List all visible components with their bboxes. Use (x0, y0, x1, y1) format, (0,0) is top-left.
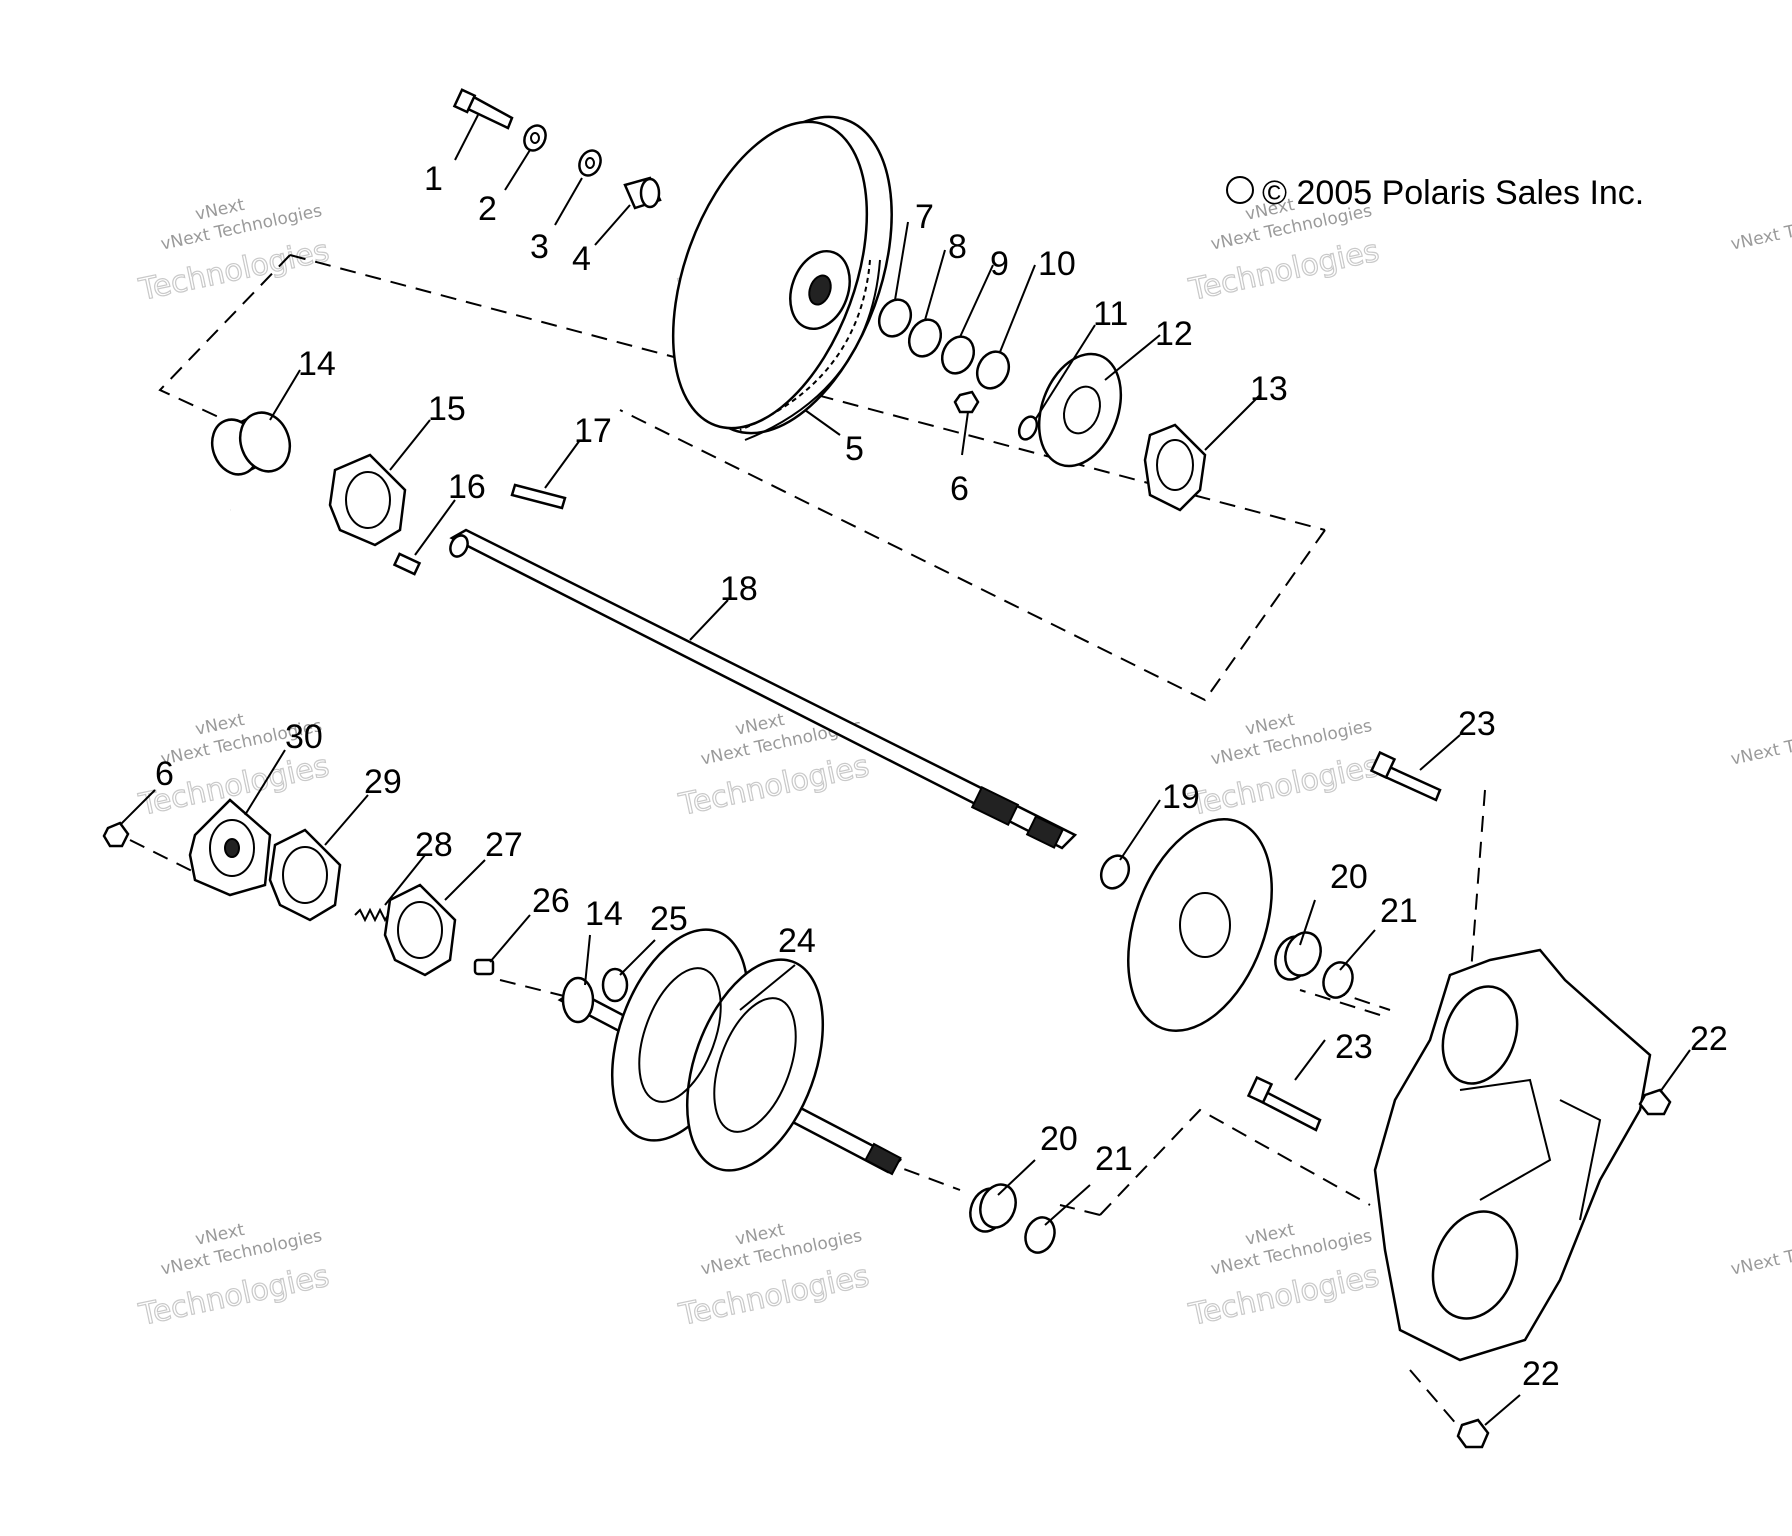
ring-part-7 (877, 298, 913, 338)
callout-28: 28 (415, 826, 453, 864)
svg-text:vNext Technologies: vNext Technologies (1729, 716, 1792, 770)
watermark: vNext Technologies (1729, 201, 1792, 255)
callout-30: 30 (285, 718, 323, 756)
callout-6: 6 (950, 470, 969, 508)
collar-part-25 (601, 967, 629, 1003)
flange-part-27 (383, 883, 457, 977)
bolt-part-1 (452, 88, 514, 130)
key-part-17 (510, 483, 567, 510)
callout-17: 17 (574, 412, 612, 450)
flange-part-30 (188, 798, 272, 897)
svg-text:vNext Technologies: vNext Technologies (1729, 1226, 1792, 1280)
callout-1: 1 (424, 160, 443, 198)
washer-part-2 (523, 124, 547, 152)
svg-text:vNext Technologies: vNext Technologies (1729, 201, 1792, 255)
callout-14: 14 (298, 345, 336, 383)
callout-2: 2 (478, 190, 497, 228)
copyright-notice: © 2005 Polaris Sales Inc. (1226, 174, 1644, 212)
callout-8: 8 (948, 228, 967, 266)
callout-13: 13 (1250, 370, 1288, 408)
sprocket-disc (1127, 818, 1273, 1032)
nut-part-6 (953, 390, 980, 414)
bearing-part-20-lower (969, 1183, 1017, 1233)
callout-27: 27 (485, 826, 523, 864)
watermark: vNext vNext Technologies Technologies (675, 1220, 873, 1334)
gasket-part-29 (268, 828, 342, 922)
bolt-part-23 (1369, 750, 1442, 802)
callout-9: 9 (990, 245, 1009, 283)
watermark: vNext Technologies (1729, 1226, 1792, 1280)
washer-part-11 (1017, 415, 1039, 441)
callout-20: 20 (1330, 858, 1368, 896)
callout-29: 29 (364, 763, 402, 801)
callout-14-lower: 14 (585, 895, 623, 933)
ring-part-9 (940, 335, 976, 375)
watermark: vNext vNext Technologies Technologies (675, 710, 873, 824)
leader-lines (119, 114, 1691, 1426)
callout-6-lower: 6 (155, 755, 174, 793)
callout-20-lower: 20 (1040, 1120, 1078, 1158)
callout-23: 23 (1458, 705, 1496, 743)
driveshaft-part-24 (557, 928, 903, 1176)
spacer-part-4 (623, 176, 662, 210)
seal-part-21 (1322, 961, 1354, 999)
callout-12: 12 (1155, 315, 1193, 353)
watermark: vNext vNext Technologies Technologies (135, 195, 333, 309)
callout-26: 26 (532, 882, 570, 920)
callout-18: 18 (720, 570, 758, 608)
sprocket-part-5 (671, 115, 893, 441)
callout-11: 11 (1093, 295, 1128, 333)
nut-part-6-lower (102, 821, 130, 848)
spring-part-28 (354, 907, 391, 923)
callout-22: 22 (1690, 1020, 1728, 1058)
bearing-part-20 (1274, 931, 1322, 981)
bearing-part-14 (210, 411, 292, 476)
callout-23-lower: 23 (1335, 1028, 1373, 1066)
watermark: vNext Technologies (1729, 716, 1792, 770)
callout-15: 15 (428, 390, 466, 428)
ring-part-10 (975, 350, 1011, 390)
callout-labels: 1 2 3 4 5 6 7 8 9 10 11 12 13 14 15 16 1… (155, 160, 1728, 1393)
shaft-part-18 (449, 528, 1078, 850)
ring-part-8 (907, 318, 943, 358)
watermark: vNext vNext Technologies Technologies (1185, 1220, 1383, 1334)
callout-5: 5 (845, 430, 864, 468)
nut-part-22 (1638, 1088, 1672, 1116)
callout-21-lower: 21 (1095, 1140, 1133, 1178)
watermark: vNext vNext Technologies Technologies (1185, 710, 1383, 824)
callout-25: 25 (650, 900, 688, 938)
callout-19: 19 (1162, 778, 1200, 816)
seal-part-21-lower (1024, 1216, 1056, 1254)
callout-4: 4 (572, 240, 591, 278)
nut-part-22 (1456, 1418, 1490, 1449)
callout-16: 16 (448, 468, 486, 506)
bolt-part-16 (392, 552, 422, 576)
chaincase-housing (1373, 948, 1652, 1362)
callout-10: 10 (1038, 245, 1076, 283)
watermark: vNext vNext Technologies Technologies (135, 1220, 333, 1334)
callout-24: 24 (778, 922, 816, 960)
svg-text:© 2005 Polaris Sales Inc.: © 2005 Polaris Sales Inc. (1262, 174, 1644, 212)
bearing-part-14-lower (561, 976, 595, 1024)
flange-part-15 (328, 453, 407, 547)
callout-21: 21 (1380, 892, 1418, 930)
nut-part-26 (473, 958, 495, 976)
circlip-part-19 (1099, 854, 1131, 890)
callout-22-lower: 22 (1522, 1355, 1560, 1393)
washer-part-3 (578, 149, 602, 177)
bolt-part-23 (1246, 1075, 1322, 1132)
flange-part-13 (1143, 423, 1207, 512)
callout-3: 3 (530, 228, 549, 266)
callout-7: 7 (915, 198, 934, 236)
